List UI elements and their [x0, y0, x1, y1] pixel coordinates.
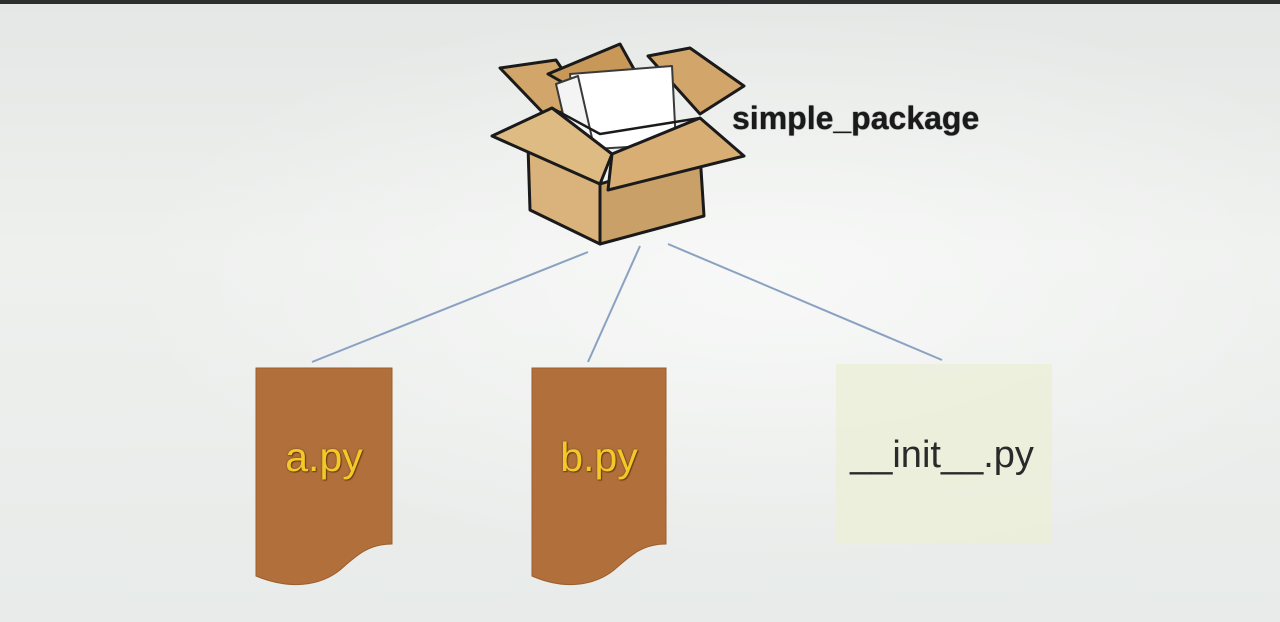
package-label: simple_package	[732, 100, 980, 136]
connector-to-a-py	[311, 251, 589, 363]
connector-to-b-py	[587, 245, 641, 363]
diagram-graphics	[255, 42, 1052, 586]
diagram-canvas: simple_package a.py b.py __init__.py	[0, 4, 1280, 622]
file-label-a-py: a.py	[285, 434, 363, 480]
connector-lines	[311, 243, 943, 363]
connector-to-init-py	[667, 243, 943, 361]
file-b-py-shape	[531, 367, 667, 586]
file-init-py-shape	[836, 364, 1052, 544]
file-a-py-shape	[255, 367, 393, 586]
screen-top-edge	[0, 0, 1280, 4]
file-label-b-py: b.py	[560, 434, 638, 480]
open-cardboard-box-icon	[490, 42, 746, 246]
file-label-init-py: __init__.py	[850, 434, 1034, 476]
